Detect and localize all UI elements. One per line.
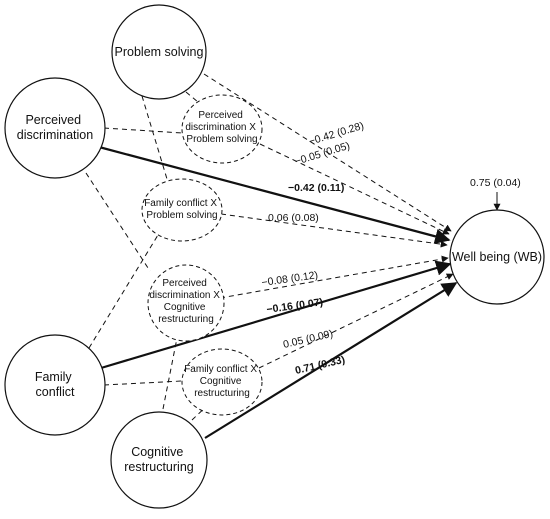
node-label-line: Cognitive: [131, 445, 183, 459]
node-label-line: Family conflict X: [184, 364, 257, 375]
svg-text:Perceived discrimination: Perceived discrimination: [17, 113, 93, 142]
node-label-line: restructuring: [124, 460, 194, 474]
node-label-line: discrimination X: [185, 122, 256, 133]
svg-text:Problem solving: Problem solving: [115, 45, 204, 59]
path-cr-wb: [204, 282, 458, 439]
node-cognitive-restructuring: Cognitive restructuring: [110, 411, 208, 509]
node-problem-solving: Problem solving: [111, 4, 207, 100]
node-pd-x-cr: Perceived discrimination X Cognitive res…: [147, 264, 225, 342]
coef-fcxps-wb: 0.06 (0.08): [268, 212, 319, 224]
node-well-being: Well being (WB): [449, 209, 545, 305]
connector-pd-pdxps: [103, 127, 183, 134]
node-label-line: Cognitive: [164, 302, 206, 313]
connector-ps-fcxps: [141, 95, 168, 180]
svg-text:Family conflict X Proble: Family conflict X Problem solving: [144, 198, 220, 221]
svg-text:Perceived discrimination: Perceived discrimination X Cognitive res…: [149, 278, 222, 325]
node-label-line: Problem solving: [115, 45, 204, 59]
node-label-line: Well being (WB): [452, 250, 542, 264]
node-label-line: Perceived: [25, 113, 81, 127]
node-pd-x-ps: Perceived discrimination X Problem solvi…: [181, 94, 263, 164]
coef-cr-wb: 0.71 (0.33): [294, 354, 346, 377]
node-label-line: discrimination X: [149, 290, 220, 301]
coef-fc-wb: −0.16 (0.07): [266, 296, 324, 316]
coef-fcxcr-wb: 0.05 (0.09): [282, 328, 334, 351]
node-label-line: Problem solving: [146, 210, 217, 221]
svg-text:Perceived discrimination: Perceived discrimination X Problem solvi…: [185, 110, 258, 145]
node-label-line: discrimination: [17, 128, 93, 142]
node-label-line: restructuring: [194, 388, 250, 399]
node-label-line: Family: [35, 370, 73, 384]
path-pdxcr-wb: [219, 255, 449, 299]
node-label-line: Perceived: [162, 278, 206, 289]
svg-text:Family conflict: Family conflict: [35, 370, 75, 399]
connector-pd-pdxcr: [85, 172, 151, 272]
path-fcxps-wb: [220, 213, 448, 248]
node-fc-x-cr: Family conflict X Cognitive restructurin…: [181, 348, 263, 416]
path-fc-wb: [100, 260, 452, 370]
node-family-conflict: Family conflict: [4, 334, 106, 436]
svg-text:Family conflict X Cognit: Family conflict X Cognitive restructurin…: [184, 364, 260, 399]
svg-text:Cognitive restructuring: Cognitive restructuring: [124, 445, 194, 474]
node-label-line: Family conflict X: [144, 198, 217, 209]
node-label-line: restructuring: [158, 314, 214, 325]
node-label-line: Problem solving: [186, 134, 257, 145]
svg-text:Well being (WB): Well being (WB): [452, 250, 542, 264]
connector-cr-pdxcr: [162, 337, 178, 410]
path-pd-wb: [98, 145, 451, 244]
node-label-line: Perceived: [198, 110, 242, 121]
node-fc-x-ps: Family conflict X Problem solving: [141, 178, 223, 242]
connector-fc-fcxcr: [103, 380, 183, 386]
path-fcxcr-wb: [258, 273, 454, 369]
coef-pd-wb: −0.42 (0.11): [288, 182, 344, 194]
path-pdxps-wb: [259, 143, 450, 235]
coef-pdxcr-wb: −0.08 (0.12): [261, 269, 319, 289]
node-label-line: Cognitive: [200, 376, 242, 387]
node-perceived-discrimination: Perceived discrimination: [4, 77, 106, 179]
path-ps-wb: [203, 73, 452, 232]
connector-fc-fcxps: [88, 234, 159, 349]
coef-residual: 0.75 (0.04): [470, 177, 521, 189]
paths-to-wellbeing: [98, 73, 501, 439]
node-label-line: conflict: [36, 385, 75, 399]
